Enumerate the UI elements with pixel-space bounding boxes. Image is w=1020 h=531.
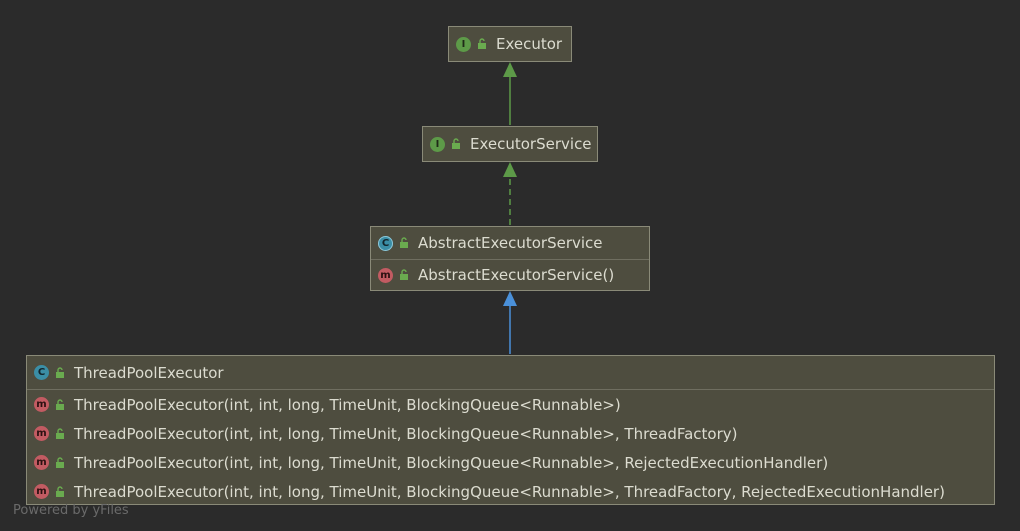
edge-arrowhead-executor [503, 62, 517, 77]
node-executor-header: I Executor [449, 27, 571, 61]
edge-arrowhead-abstractexecutorservice [503, 291, 517, 306]
lock-icon [56, 485, 64, 497]
node-thread-pool-executor-header: C ThreadPoolExecutor [27, 356, 994, 389]
method-icon: m [34, 484, 49, 499]
method-icon: m [34, 426, 49, 441]
node-thread-pool-executor[interactable]: C ThreadPoolExecutor m ThreadPoolExecuto… [26, 355, 995, 505]
member-divider [371, 259, 649, 260]
interface-icon: I [456, 36, 471, 52]
node-executor-service[interactable]: I ExecutorService [422, 126, 598, 162]
class-icon: C [34, 365, 49, 380]
member-row[interactable]: m ThreadPoolExecutor(int, int, long, Tim… [27, 477, 994, 506]
member-divider [27, 389, 994, 390]
member-row[interactable]: m ThreadPoolExecutor(int, int, long, Tim… [27, 419, 994, 448]
edge-arrowhead-executorservice [503, 162, 517, 177]
abstract-class-icon: C [378, 235, 393, 251]
member-signature: ThreadPoolExecutor(int, int, long, TimeU… [74, 424, 738, 443]
node-thread-pool-executor-name: ThreadPoolExecutor [74, 363, 224, 382]
method-icon: m [378, 267, 393, 283]
lock-icon [452, 138, 460, 149]
lock-icon [478, 38, 486, 49]
member-row[interactable]: m ThreadPoolExecutor(int, int, long, Tim… [27, 448, 994, 477]
node-abstract-executor-service-name: AbstractExecutorService [418, 234, 603, 252]
node-executor-service-name: ExecutorService [470, 135, 592, 153]
member-signature: AbstractExecutorService() [418, 266, 615, 284]
node-executor-service-header: I ExecutorService [423, 127, 597, 161]
node-executor[interactable]: I Executor [448, 26, 572, 62]
member-signature: ThreadPoolExecutor(int, int, long, TimeU… [74, 482, 945, 501]
lock-icon [56, 456, 64, 468]
member-row[interactable]: m AbstractExecutorService() [371, 260, 649, 290]
method-icon: m [34, 455, 49, 470]
lock-icon [400, 269, 408, 280]
node-executor-name: Executor [496, 35, 563, 53]
member-signature: ThreadPoolExecutor(int, int, long, TimeU… [74, 395, 621, 414]
lock-icon [400, 237, 408, 248]
node-abstract-executor-service-header: C AbstractExecutorService [371, 227, 649, 259]
powered-by-footer: Powered by yFiles [13, 503, 129, 518]
lock-icon [56, 398, 64, 410]
member-row[interactable]: m ThreadPoolExecutor(int, int, long, Tim… [27, 390, 994, 419]
method-icon: m [34, 397, 49, 412]
node-abstract-executor-service[interactable]: C AbstractExecutorService m AbstractExec… [370, 226, 650, 291]
lock-icon [56, 427, 64, 439]
interface-icon: I [430, 136, 445, 152]
lock-icon [56, 366, 64, 378]
member-signature: ThreadPoolExecutor(int, int, long, TimeU… [74, 453, 829, 472]
